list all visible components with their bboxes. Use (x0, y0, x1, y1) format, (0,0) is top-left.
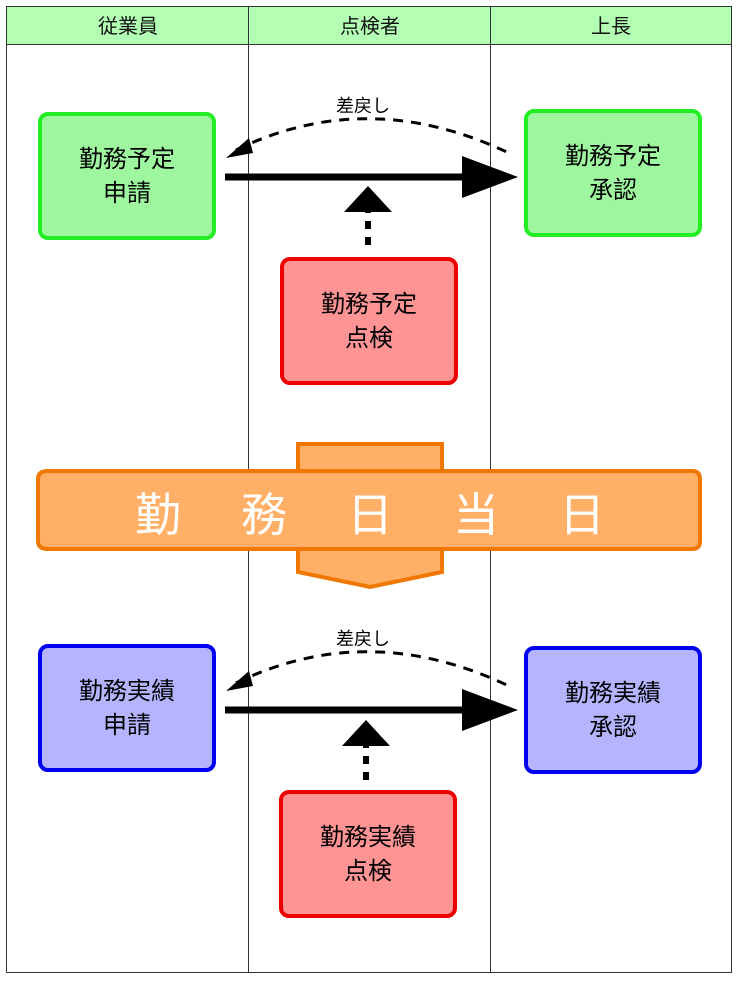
actual-request-box: 勤務実績 申請 (38, 644, 216, 772)
banner-ribbon (36, 469, 702, 551)
actual-approve-box: 勤務実績 承認 (524, 646, 702, 774)
return-arc-actual (235, 650, 514, 690)
check-arrowhead-actual (342, 720, 390, 746)
swimlane-frame: 従業員 点検者 上長 (6, 6, 732, 973)
lane-header-employee: 従業員 (7, 7, 249, 45)
return-arrowhead-schedule (226, 138, 253, 158)
return-label-actual: 差戻し (336, 629, 390, 650)
submit-arrowhead-actual (462, 689, 518, 731)
lane-header-checker: 点検者 (249, 7, 491, 45)
submit-arrowhead-schedule (462, 156, 518, 198)
return-label-schedule: 差戻し (336, 96, 390, 117)
return-arrowhead-actual (226, 671, 253, 691)
check-arrowhead-schedule (344, 186, 392, 212)
schedule-check-box: 勤務予定 点検 (280, 257, 458, 385)
lane-header-boss: 上長 (491, 7, 731, 45)
work-day-banner-text: 勤務日当日 (135, 488, 665, 542)
schedule-request-box: 勤務予定 申請 (38, 112, 216, 240)
actual-check-box: 勤務実績 点検 (279, 790, 457, 918)
schedule-approve-box: 勤務予定 承認 (524, 109, 702, 237)
return-arc-schedule (235, 117, 514, 157)
